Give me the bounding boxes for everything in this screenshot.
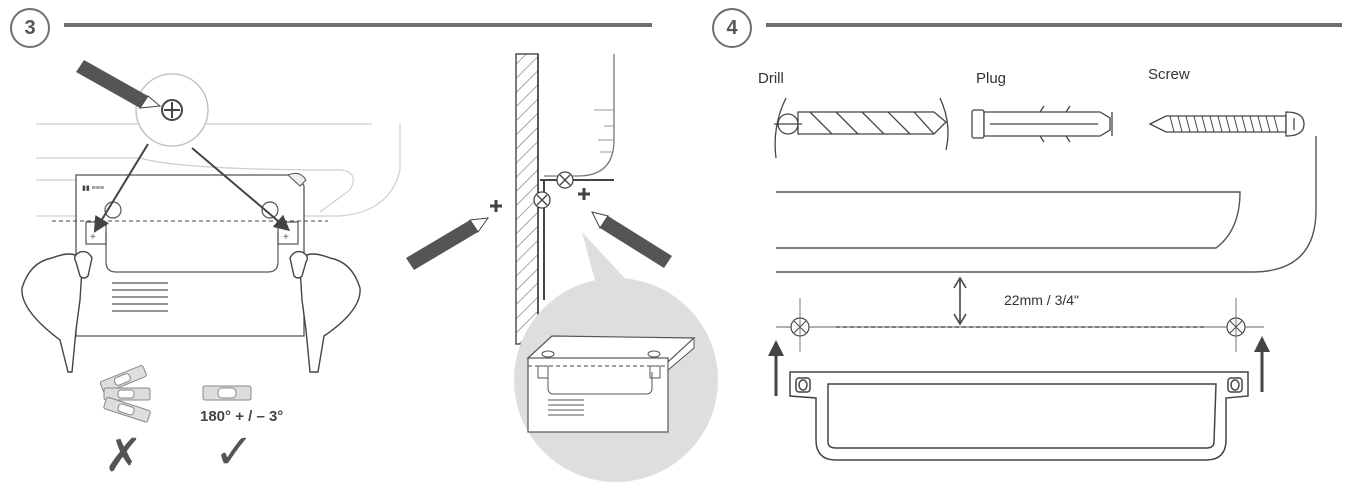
svg-text:+: + bbox=[90, 232, 96, 243]
up-arrow-right-icon bbox=[1254, 336, 1270, 392]
level-tolerance-label: 180° + / – 3° bbox=[200, 408, 284, 425]
screw-icon bbox=[1148, 111, 1305, 137]
svg-text:+: + bbox=[283, 232, 289, 243]
step-4-badge: 4 bbox=[712, 8, 752, 48]
zoom-circle bbox=[135, 73, 209, 147]
wrong-mark: ✗ bbox=[104, 428, 143, 482]
gap-dimension bbox=[953, 276, 967, 326]
step-4-number: 4 bbox=[726, 16, 738, 39]
pencil-icon bbox=[76, 60, 162, 109]
gap-measure-label: 22mm / 3/4" bbox=[1004, 292, 1079, 308]
mounting-template: ▮▮ ≡≡≡ + + bbox=[52, 172, 328, 337]
cabinet-side bbox=[544, 54, 615, 177]
cabinet-bottom bbox=[776, 136, 1317, 273]
drill-bit-icon bbox=[774, 97, 949, 159]
step-3-rule bbox=[64, 23, 652, 27]
step-4-rule bbox=[766, 23, 1342, 27]
right-hand bbox=[289, 250, 361, 373]
screw-marks bbox=[533, 171, 574, 209]
pencil-right-icon bbox=[591, 211, 672, 268]
svg-text:▮▮ ≡≡≡: ▮▮ ≡≡≡ bbox=[82, 185, 104, 192]
pencil-left-icon bbox=[406, 217, 490, 270]
plug-icon bbox=[971, 105, 1113, 143]
right-mark: ✓ bbox=[214, 424, 255, 480]
drill-marks-line bbox=[776, 298, 1264, 352]
level-tilted-icon bbox=[99, 365, 151, 423]
up-arrow-left-icon bbox=[768, 340, 784, 396]
drill-label: Drill bbox=[758, 70, 784, 87]
arrow-to-right-hole bbox=[191, 147, 291, 232]
left-hand bbox=[21, 250, 93, 373]
screw-label: Screw bbox=[1148, 66, 1190, 83]
mounting-bracket bbox=[789, 371, 1249, 461]
cross-marks bbox=[490, 188, 590, 212]
inset-detail bbox=[514, 232, 718, 482]
arrow-to-left-hole bbox=[93, 143, 149, 233]
step-3-number: 3 bbox=[24, 16, 36, 39]
plug-label: Plug bbox=[976, 70, 1007, 87]
level-straight-icon bbox=[202, 385, 252, 401]
step-3-badge: 3 bbox=[10, 8, 50, 48]
